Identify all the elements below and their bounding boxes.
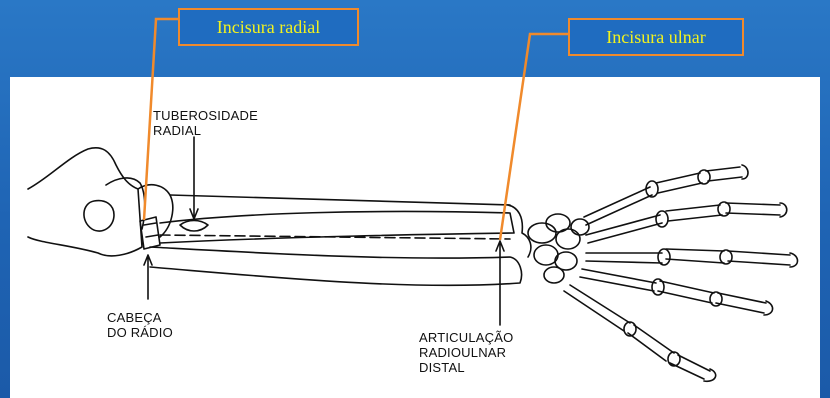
- label-tuberosidade-radial: TUBEROSIDADE RADIAL: [153, 108, 258, 138]
- label-articulacao-line2: RADIOULNAR: [419, 345, 507, 360]
- ulna-shaft: [149, 246, 523, 287]
- arrow-radial-head: [143, 254, 153, 300]
- humerus-outline: [27, 147, 143, 257]
- humerus-trochlea: [83, 199, 115, 232]
- callout-incisura-radial-text: Incisura radial: [216, 16, 321, 37]
- interosseous-line: [159, 234, 511, 240]
- hand-bones: [563, 164, 799, 383]
- label-cabeca-do-radio: CABEÇA DO RÁDIO: [107, 310, 173, 340]
- callout-incisura-ulnar-text: Incisura ulnar: [606, 26, 706, 47]
- arrow-distal-joint: [495, 240, 505, 326]
- callout-incisura-radial: Incisura radial: [178, 8, 359, 46]
- label-articulacao-radioulnar: ARTICULAÇÃO RADIOULNAR DISTAL: [419, 330, 513, 375]
- radial-tuberosity: [179, 219, 209, 232]
- label-tuberosidade-line2: RADIAL: [153, 123, 202, 138]
- forearm-bones-drawing: [27, 136, 799, 383]
- label-tuberosidade-line1: TUBEROSIDADE: [153, 108, 258, 123]
- carpal-bones: [527, 213, 590, 284]
- arrow-tuberosity: [189, 136, 199, 220]
- callout-incisura-ulnar: Incisura ulnar: [568, 18, 744, 56]
- label-cabeca-line2: DO RÁDIO: [107, 325, 173, 340]
- label-articulacao-line3: DISTAL: [419, 360, 465, 375]
- label-articulacao-line1: ARTICULAÇÃO: [419, 330, 514, 345]
- anatomy-illustration-panel: [10, 77, 820, 398]
- label-cabeca-line1: CABEÇA: [107, 310, 162, 325]
